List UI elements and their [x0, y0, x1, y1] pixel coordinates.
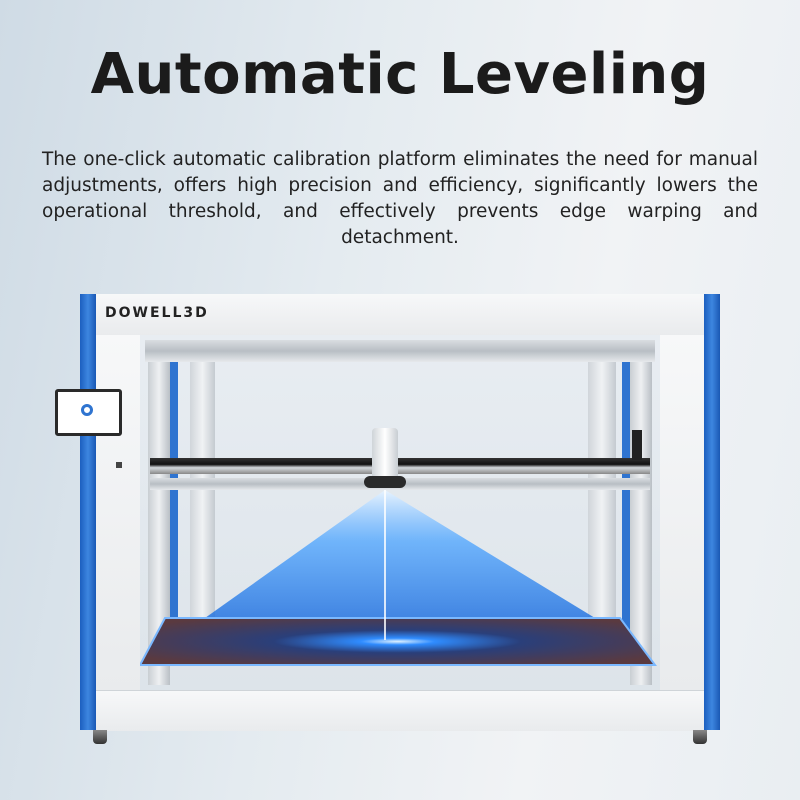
- light-cone: [205, 490, 595, 618]
- left-foot: [93, 730, 107, 744]
- print-bed: [138, 617, 657, 666]
- right-foot: [693, 730, 707, 744]
- left-rail: [148, 340, 170, 685]
- usb-port: [116, 462, 122, 468]
- bottom-panel: [96, 690, 704, 731]
- gantry-motor: [632, 430, 642, 460]
- toolhead-fans: [364, 476, 406, 488]
- right-panel: [660, 335, 704, 690]
- brand-logo: DOWELL3D: [105, 305, 209, 321]
- description-text: The one-click automatic calibration plat…: [42, 149, 758, 248]
- right-blue-rail: [622, 360, 630, 660]
- touchscreen[interactable]: [55, 389, 122, 436]
- left-column: [190, 360, 215, 650]
- top-panel: [96, 294, 704, 335]
- right-rail: [630, 340, 652, 685]
- top-crossbeam: [145, 340, 655, 362]
- page-title: Automatic Leveling: [90, 42, 710, 107]
- left-blue-post: [80, 294, 96, 730]
- right-column: [588, 360, 616, 650]
- left-blue-rail: [170, 360, 178, 660]
- right-blue-post: [704, 294, 720, 730]
- x-gantry: [150, 458, 650, 474]
- screen-dial-icon: [81, 404, 93, 416]
